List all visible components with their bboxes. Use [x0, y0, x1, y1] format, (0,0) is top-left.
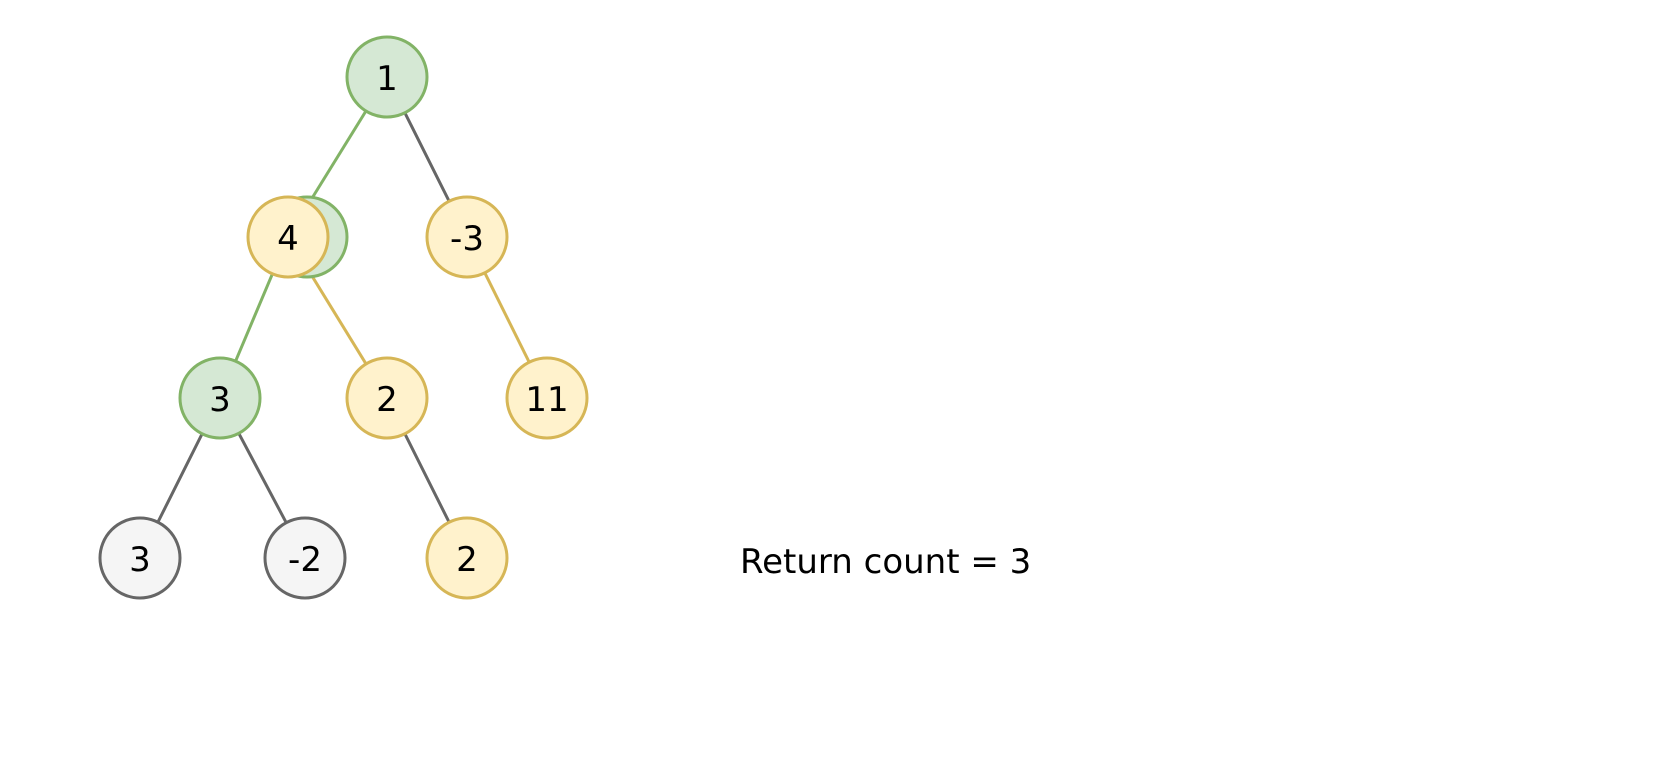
- node-label: -3: [450, 219, 484, 259]
- tree-node-n2b: 2: [425, 516, 509, 600]
- node-circle: [345, 35, 429, 119]
- tree-edge-n3a-n3b: [156, 433, 204, 523]
- tree-edge-n2a-n2b: [403, 433, 451, 523]
- node-label: 4: [277, 219, 299, 259]
- node-label: 3: [129, 540, 151, 580]
- tree-edge-nm3-n11: [483, 272, 531, 363]
- node-label: -2: [288, 540, 322, 580]
- nodes-layer: 1 4 -3 3 2 11 3 -2 2: [98, 35, 589, 600]
- node-circle: [345, 356, 429, 440]
- tree-node-n11: 11: [505, 356, 589, 440]
- tree-edge-n3a-nm2: [237, 432, 288, 524]
- tree-edge-n1-nm3: [403, 112, 451, 202]
- result-label: Return count = 3: [740, 542, 1031, 582]
- node-label: 3: [209, 380, 231, 420]
- node-circle: [178, 356, 262, 440]
- node-circle: [98, 516, 182, 600]
- tree-edge-n4-n2a: [307, 270, 368, 365]
- tree-node-nm3: -3: [425, 195, 509, 279]
- node-label: 1: [376, 59, 398, 99]
- edges-layer: [156, 110, 531, 524]
- tree-node-n3a: 3: [178, 356, 262, 440]
- tree-node-n1: 1: [345, 35, 429, 119]
- tree-node-n4: 4: [246, 195, 330, 279]
- node-circle: [425, 516, 509, 600]
- node-label: 11: [525, 380, 568, 420]
- node-circle: [246, 195, 330, 279]
- tree-edge-n4-n3a: [234, 273, 274, 362]
- tree-node-nm2: -2: [263, 516, 347, 600]
- node-label: 2: [456, 540, 478, 580]
- node-circle: [263, 516, 347, 600]
- tree-node-n2a: 2: [345, 356, 429, 440]
- tree-edge-n1-n4: [307, 110, 368, 204]
- node-circle: [425, 195, 509, 279]
- node-circle: [505, 356, 589, 440]
- node-label: 2: [376, 380, 398, 420]
- tree-node-n3b: 3: [98, 516, 182, 600]
